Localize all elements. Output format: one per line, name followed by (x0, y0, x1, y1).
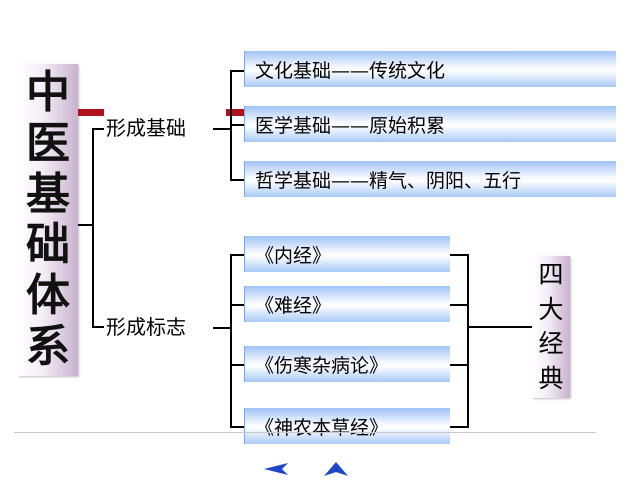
connector-line (78, 224, 93, 226)
basis-medicine: 医学基础——原始积累 (244, 106, 616, 142)
connector-line (230, 254, 232, 428)
title-char: 医 (26, 117, 70, 169)
four-classics-char: 大 (538, 294, 564, 324)
up-arrow-icon (324, 462, 348, 476)
classic-neijing: 《内经》 (244, 236, 450, 272)
basis-philosophy: 哲学基础——精气、阴阳、五行 (244, 161, 616, 197)
accent-mark (78, 109, 104, 116)
connector-line (467, 326, 532, 328)
prev-slide-button[interactable] (262, 461, 290, 477)
classic-shanghan: 《伤寒杂病论》 (244, 346, 450, 382)
title-char: 中 (26, 67, 70, 119)
basis-culture: 文化基础——传统文化 (244, 51, 616, 87)
connector-line (230, 364, 244, 366)
connector-line (92, 326, 106, 328)
connector-line (230, 124, 244, 126)
four-classics-label: 四 大 经 典 (532, 256, 570, 398)
four-classics-char: 经 (538, 329, 564, 359)
connector-line (230, 70, 244, 72)
title-char: 基 (26, 168, 70, 220)
title-char: 础 (26, 219, 70, 271)
connector-line (450, 304, 468, 306)
home-slide-button[interactable] (322, 461, 350, 477)
connector-line (230, 426, 244, 428)
connector-line (213, 128, 231, 130)
connector-line (230, 179, 244, 181)
connector-line (230, 304, 244, 306)
connector-line (213, 327, 231, 329)
connector-line (450, 254, 468, 256)
connector-line (450, 426, 468, 428)
diagram-title: 中 医 基 础 体 系 (18, 64, 78, 376)
left-arrow-icon (264, 463, 288, 475)
connector-line (92, 128, 94, 328)
connector-line (467, 254, 469, 428)
connector-line (450, 364, 468, 366)
classic-shennong: 《神农本草经》 (244, 408, 450, 444)
accent-mark (226, 109, 244, 116)
four-classics-char: 四 (538, 260, 564, 290)
title-char: 体 (26, 269, 70, 321)
title-char: 系 (26, 320, 70, 372)
connector-line (230, 254, 244, 256)
four-classics-char: 典 (538, 363, 564, 393)
connector-line (92, 128, 106, 130)
classic-nanjing: 《难经》 (244, 286, 450, 322)
branch-formation-marker: 形成标志 (104, 315, 188, 339)
divider (14, 432, 596, 433)
branch-formation-basis: 形成基础 (104, 116, 188, 140)
